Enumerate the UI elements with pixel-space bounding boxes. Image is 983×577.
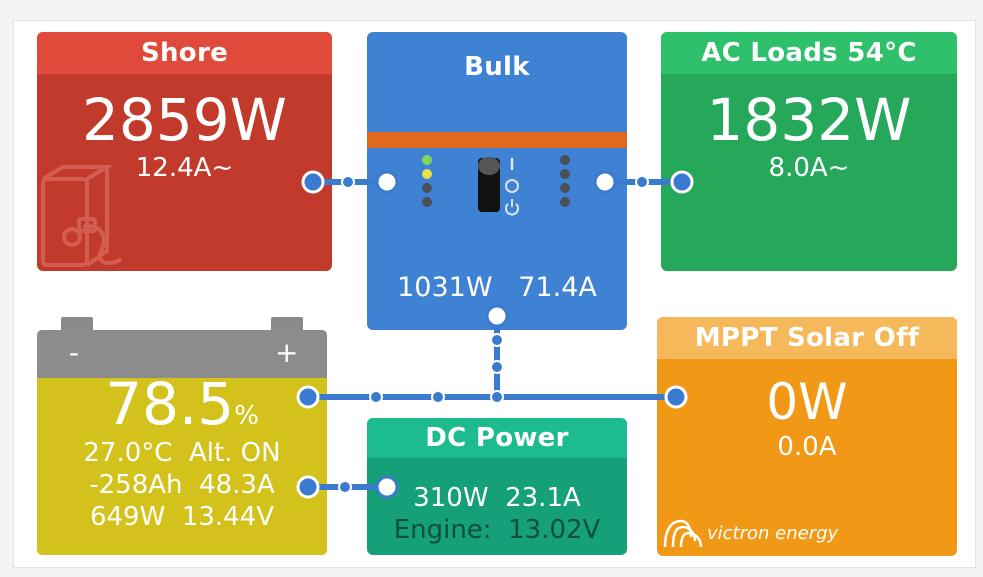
battery-tile[interactable]: - + 78.5% 27.0°C Alt. ON -258Ah 48.3A 64…	[37, 317, 327, 555]
dc-power-current: 23.1A	[505, 483, 581, 513]
mppt-power: 0W	[766, 373, 848, 431]
shore-tile[interactable]: Shore 2859W 12.4A~	[37, 32, 332, 271]
inverter-charger-tile[interactable]: Bulk 1031W 71.4A	[367, 32, 627, 330]
dc-power-engine: Engine: 13.02V	[367, 514, 627, 546]
inverter-values: 1031W 71.4A	[367, 272, 627, 303]
battery-soc-unit: %	[234, 401, 259, 431]
inverter-band	[367, 132, 627, 148]
shore-power: 2859W	[82, 86, 287, 154]
led-off-4	[560, 169, 570, 179]
ac-loads-title: AC Loads 54°C	[661, 32, 957, 74]
shore-current: 12.4A~	[135, 153, 234, 183]
led-off-5	[560, 183, 570, 193]
engine-voltage: 13.02V	[508, 515, 601, 545]
battery-terminal-negative	[61, 317, 93, 331]
battery-power: 649W	[89, 502, 166, 532]
battery-terminal-positive	[271, 317, 303, 331]
dc-power-values: 310W 23.1A	[367, 482, 627, 514]
battery-row-3: 649W 13.44V	[37, 502, 327, 532]
inverter-power: 1031W	[397, 272, 493, 303]
dc-power-title: DC Power	[367, 418, 627, 458]
battery-current: 48.3A	[199, 470, 275, 500]
dc-power-tile[interactable]: DC Power 310W 23.1A Engine: 13.02V	[367, 418, 627, 555]
battery-plus-label: +	[275, 336, 299, 369]
battery-voltage: 13.44V	[181, 502, 275, 532]
battery-consumed: -258Ah	[89, 470, 183, 500]
led-off-6	[560, 197, 570, 207]
battery-body: - + 78.5% 27.0°C Alt. ON -258Ah 48.3A 64…	[37, 330, 327, 555]
battery-minus-label: -	[69, 336, 80, 369]
battery-empty-level	[37, 330, 327, 378]
battery-alternator: Alt. ON	[188, 438, 281, 468]
mppt-current: 0.0A	[777, 432, 837, 462]
victron-brand-text: victron energy	[707, 523, 839, 544]
ac-loads-current: 8.0A~	[768, 153, 850, 183]
mppt-solar-tile[interactable]: MPPT Solar Off 0W 0.0A victron energy	[657, 317, 957, 556]
led-yellow	[422, 169, 432, 179]
ac-loads-tile[interactable]: AC Loads 54°C 1832W 8.0A~	[661, 32, 957, 271]
charger-state-title: Bulk	[464, 52, 530, 82]
battery-row-2: -258Ah 48.3A	[37, 470, 327, 500]
shore-power-plug-icon	[41, 165, 123, 267]
led-off-3	[560, 155, 570, 165]
inverter-switch-icon[interactable]	[475, 152, 525, 248]
led-off-2	[422, 197, 432, 207]
dc-power-watts: 310W	[413, 483, 489, 513]
battery-row-1: 27.0°C Alt. ON	[37, 438, 327, 468]
victron-logo-icon	[663, 519, 703, 548]
led-green	[422, 155, 432, 165]
shore-title: Shore	[37, 32, 332, 74]
mppt-title: MPPT Solar Off	[657, 317, 957, 359]
inverter-current: 71.4A	[518, 272, 597, 303]
battery-soc-value: 78.5	[105, 370, 235, 438]
battery-temperature: 27.0°C	[83, 438, 173, 468]
engine-label: Engine:	[393, 515, 492, 545]
inverter-led-panel	[422, 155, 570, 207]
battery-soc: 78.5%	[37, 372, 327, 448]
led-off-1	[422, 183, 432, 193]
ac-loads-power: 1832W	[706, 86, 912, 154]
